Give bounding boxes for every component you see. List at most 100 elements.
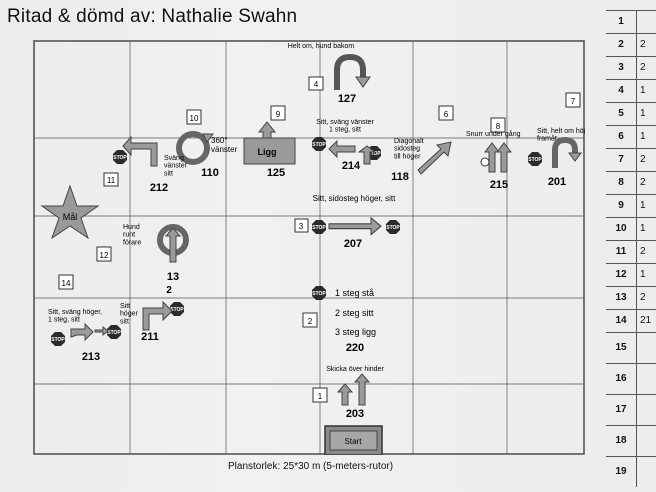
- row-value: 2: [640, 154, 646, 165]
- svg-text:STOP: STOP: [312, 291, 326, 297]
- svg-text:STOP: STOP: [312, 225, 326, 231]
- table-row: 17: [606, 394, 656, 425]
- station-8-text: Snurr under gång: [466, 130, 521, 138]
- table-row: 1: [606, 10, 656, 33]
- row-number: 5: [618, 108, 624, 119]
- svg-text:STOP: STOP: [170, 307, 184, 313]
- row-number: 9: [618, 200, 624, 211]
- start-label: Start: [345, 437, 363, 446]
- table-row: 13 2: [606, 286, 656, 309]
- row-value: 1: [640, 108, 646, 119]
- station-4: Helt om, hund bakom 4 127: [288, 43, 371, 105]
- station-1-code: 203: [346, 408, 364, 420]
- row-number: 14: [615, 315, 627, 326]
- svg-text:2: 2: [166, 285, 172, 296]
- row-number: 7: [618, 154, 624, 165]
- score-sheet: [598, 0, 656, 492]
- row-number: 4: [618, 85, 624, 96]
- station-8-number: 8: [496, 122, 501, 131]
- station-7: 7 Sitt, helt om högerframåt 201: [537, 92, 585, 188]
- row-number: 11: [615, 246, 627, 257]
- row-number: 3: [618, 62, 624, 73]
- svg-text:STOP: STOP: [51, 337, 65, 343]
- station-12-number: 12: [100, 251, 109, 260]
- station-14-text: Sitt, sväng höger,1 steg, sitt: [48, 309, 102, 324]
- station-5-code: 214: [342, 160, 361, 172]
- station-10-code: 110: [201, 167, 219, 179]
- finish-star: Mål: [40, 184, 100, 240]
- row-number: 18: [615, 435, 627, 446]
- station-2-line3: 3 steg ligg: [335, 327, 376, 337]
- station-2-number: 2: [308, 317, 313, 326]
- row-number: 12: [615, 269, 627, 280]
- station-4-number: 4: [314, 80, 319, 89]
- svg-text:STOP: STOP: [367, 151, 381, 157]
- course-sheet: [0, 0, 600, 492]
- station-2-line2: 2 steg sitt: [335, 308, 374, 318]
- station-3: Sitt, sidosteg höger, sitt 3 207: [294, 194, 396, 250]
- plan-size-caption: Planstorlek: 25*30 m (5-meters-rutor): [228, 461, 394, 472]
- page-title: Ritad & dömd av: Nathalie Swahn: [7, 6, 298, 27]
- row-number: 2: [618, 39, 624, 50]
- row-value: 1: [640, 200, 646, 211]
- row-value: 1: [640, 223, 646, 234]
- table-row: 12 1: [606, 263, 656, 286]
- row-value: 1: [640, 131, 646, 142]
- row-number: 16: [615, 373, 627, 384]
- svg-text:STOP: STOP: [312, 142, 326, 148]
- row-number: 1: [618, 16, 624, 27]
- svg-text:STOP: STOP: [528, 157, 542, 163]
- station-11-code: 212: [150, 182, 168, 194]
- row-value: 1: [640, 269, 646, 280]
- station-9-number: 9: [276, 110, 281, 119]
- table-row: 16: [606, 363, 656, 394]
- station-8: 8 Snurr under gång 215: [466, 117, 521, 191]
- row-number: 6: [618, 131, 624, 142]
- station-10: 10 360°vänster 110: [176, 109, 238, 179]
- station-9-text: Ligg: [258, 147, 277, 157]
- row-value: 2: [640, 292, 646, 303]
- station-2-code: 220: [346, 342, 364, 354]
- station-7-text: Sitt, helt om högerframåt: [537, 128, 585, 143]
- station-3-number: 3: [299, 222, 304, 231]
- station-14: Sitt, sväng höger,1 steg, sitt 213: [48, 309, 109, 363]
- station-3-text: Sitt, sidosteg höger, sitt: [313, 194, 396, 203]
- start-box: Start: [324, 425, 383, 455]
- station-10-text: 360°vänster: [211, 136, 238, 154]
- row-number: 13: [615, 292, 627, 303]
- course-map: Helt om, hund bakom 4 127 9 Ligg 125 10 …: [33, 40, 585, 455]
- station-1-text: Skicka över hinder: [326, 366, 384, 373]
- row-value: 2: [640, 39, 646, 50]
- svg-text:STOP: STOP: [113, 155, 127, 161]
- station-14-code: 213: [82, 351, 100, 363]
- table-row: 15: [606, 332, 656, 363]
- station-8-code: 215: [490, 179, 508, 191]
- station-10-number: 10: [190, 114, 199, 123]
- station-13-code: 211: [141, 331, 159, 343]
- row-number: 17: [615, 404, 627, 415]
- row-value: 21: [640, 315, 652, 326]
- station-9-code: 125: [267, 167, 285, 179]
- station-7-number: 7: [571, 97, 576, 106]
- station-2-line1: 1 steg stå: [335, 288, 374, 298]
- row-value: 2: [640, 62, 646, 73]
- table-row: 19: [606, 456, 656, 487]
